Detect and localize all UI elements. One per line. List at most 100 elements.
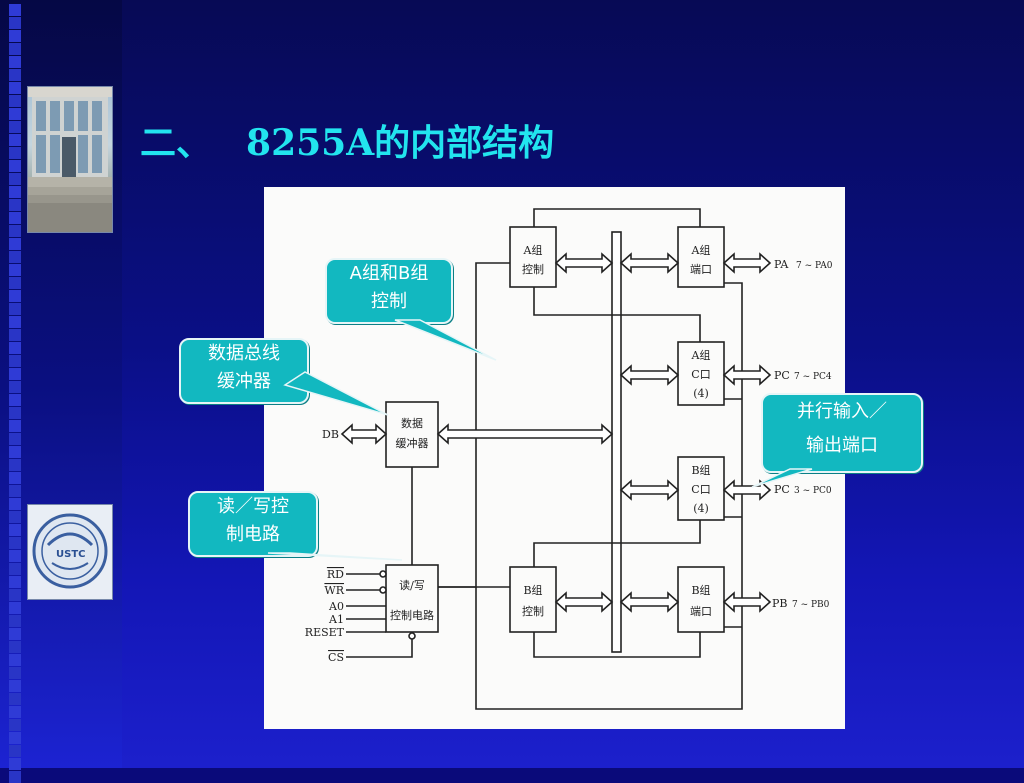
sidebar-square (9, 368, 21, 380)
data-buffer-line1: 数据 (401, 416, 423, 430)
callout-parallel-io: 并行输入／ 输出端口 (761, 393, 923, 473)
sidebar-square (9, 615, 21, 627)
sidebar-square (9, 290, 21, 302)
arrow-bus-a-control (554, 252, 614, 274)
sidebar-square (9, 511, 21, 523)
sidebar-square (9, 355, 21, 367)
a-group-c-port-line2: C口 (691, 368, 710, 381)
arrow-bus-b-control (554, 591, 614, 613)
arrow-bus-a-c-port (619, 364, 680, 386)
sidebar-square (9, 303, 21, 315)
signal-rd: RD (327, 568, 344, 581)
b-group-c-port-block (677, 456, 725, 521)
callout-bus-buffer-line1: 数据总线 (208, 343, 280, 364)
title-main: 8255A的内部结构 (246, 122, 555, 164)
arrow-db-input (340, 423, 388, 445)
sidebar-square (9, 108, 21, 120)
rw-control-line1: 读/写 (399, 578, 425, 592)
pa-label: PA (774, 258, 789, 271)
sidebar-square (9, 537, 21, 549)
sidebar-square (9, 251, 21, 263)
sidebar-square (9, 264, 21, 276)
sidebar-square (9, 30, 21, 42)
callout-ab-control: A组和B组 控制 (325, 258, 453, 324)
sidebar-square (9, 212, 21, 224)
sidebar-square (9, 732, 21, 744)
a-group-c-port-line1: A组 (691, 348, 711, 362)
sidebar-square (9, 485, 21, 497)
signal-cs: CS (328, 651, 344, 664)
callout-rw-control: 读／写控 制电路 (188, 491, 318, 557)
sidebar-square (9, 342, 21, 354)
b-group-c-port-line2: C口 (691, 483, 710, 496)
b-group-port-block (677, 566, 725, 633)
a-group-port-line1: A组 (691, 243, 711, 257)
sidebar-square (9, 667, 21, 679)
sidebar-square (9, 95, 21, 107)
callout-bus-buffer-line2: 缓冲器 (217, 371, 271, 392)
slide-title: 二、8255A的内部结构 (140, 114, 554, 166)
arrow-buffer-bus (436, 423, 614, 445)
control-signal-lines (346, 570, 416, 658)
internal-bus (611, 231, 622, 653)
arrow-pc-upper-output (722, 364, 772, 386)
b-group-c-port-line1: B组 (691, 463, 710, 477)
sidebar-square (9, 56, 21, 68)
bus-arrows (340, 252, 772, 613)
callout-ab-control-line2: 控制 (371, 291, 407, 312)
arrow-pc-lower-output (722, 479, 772, 501)
a-group-control-line1: A组 (523, 243, 543, 257)
sidebar-square (9, 407, 21, 419)
sidebar-square (9, 654, 21, 666)
sidebar-square (9, 589, 21, 601)
b-group-control-line1: B组 (523, 583, 542, 597)
sidebar-square (9, 147, 21, 159)
pc-upper-range: 7 ~ PC4 (794, 372, 832, 382)
logo-text: USTC (56, 549, 85, 560)
pc-lower-label: PC (774, 483, 790, 496)
sidebar-square (9, 563, 21, 575)
sidebar-square (9, 394, 21, 406)
b-group-control-line2: 控制 (522, 604, 544, 618)
building-photo (27, 86, 113, 233)
sidebar-square (9, 329, 21, 341)
pb-range: 7 ~ PB0 (792, 600, 830, 610)
signal-wr: WR (324, 584, 344, 597)
callout-bus-buffer: 数据总线 缓冲器 (179, 338, 309, 404)
pc-upper-label: PC (774, 369, 790, 382)
arrow-bus-b-c-port (619, 479, 680, 501)
callout-rw-control-line2: 制电路 (226, 524, 280, 545)
sidebar-square (9, 173, 21, 185)
sidebar-square (9, 316, 21, 328)
sidebar-square (9, 472, 21, 484)
sidebar-square (9, 498, 21, 510)
sidebar-square (9, 134, 21, 146)
sidebar-square (9, 628, 21, 640)
a-group-control-block (509, 226, 557, 288)
sidebar-square (9, 381, 21, 393)
connection-lines (411, 208, 743, 710)
callout-rw-control-line1: 读／写控 (217, 496, 289, 517)
arrow-bus-a-port (619, 252, 680, 274)
arrow-bus-b-port (619, 591, 680, 613)
signal-a0: A0 (328, 600, 344, 613)
arrow-pa-output (722, 252, 772, 274)
sidebar-square (9, 199, 21, 211)
pb-label: PB (772, 597, 788, 610)
sidebar-square (9, 680, 21, 692)
sidebar-square-pattern (9, 0, 27, 783)
a-group-control-line2: 控制 (522, 262, 544, 276)
sidebar-square (9, 758, 21, 770)
sidebar-square (9, 69, 21, 81)
signal-a1: A1 (328, 613, 344, 626)
sidebar-square (9, 82, 21, 94)
sidebar-square (9, 186, 21, 198)
a-group-c-port-block (677, 341, 725, 406)
a-group-port-line2: 端口 (690, 263, 712, 276)
db-label: DB (322, 428, 339, 441)
sidebar-square (9, 706, 21, 718)
sidebar-square (9, 433, 21, 445)
b-group-port-line1: B组 (691, 583, 710, 597)
data-buffer-line2: 缓冲器 (396, 436, 429, 450)
